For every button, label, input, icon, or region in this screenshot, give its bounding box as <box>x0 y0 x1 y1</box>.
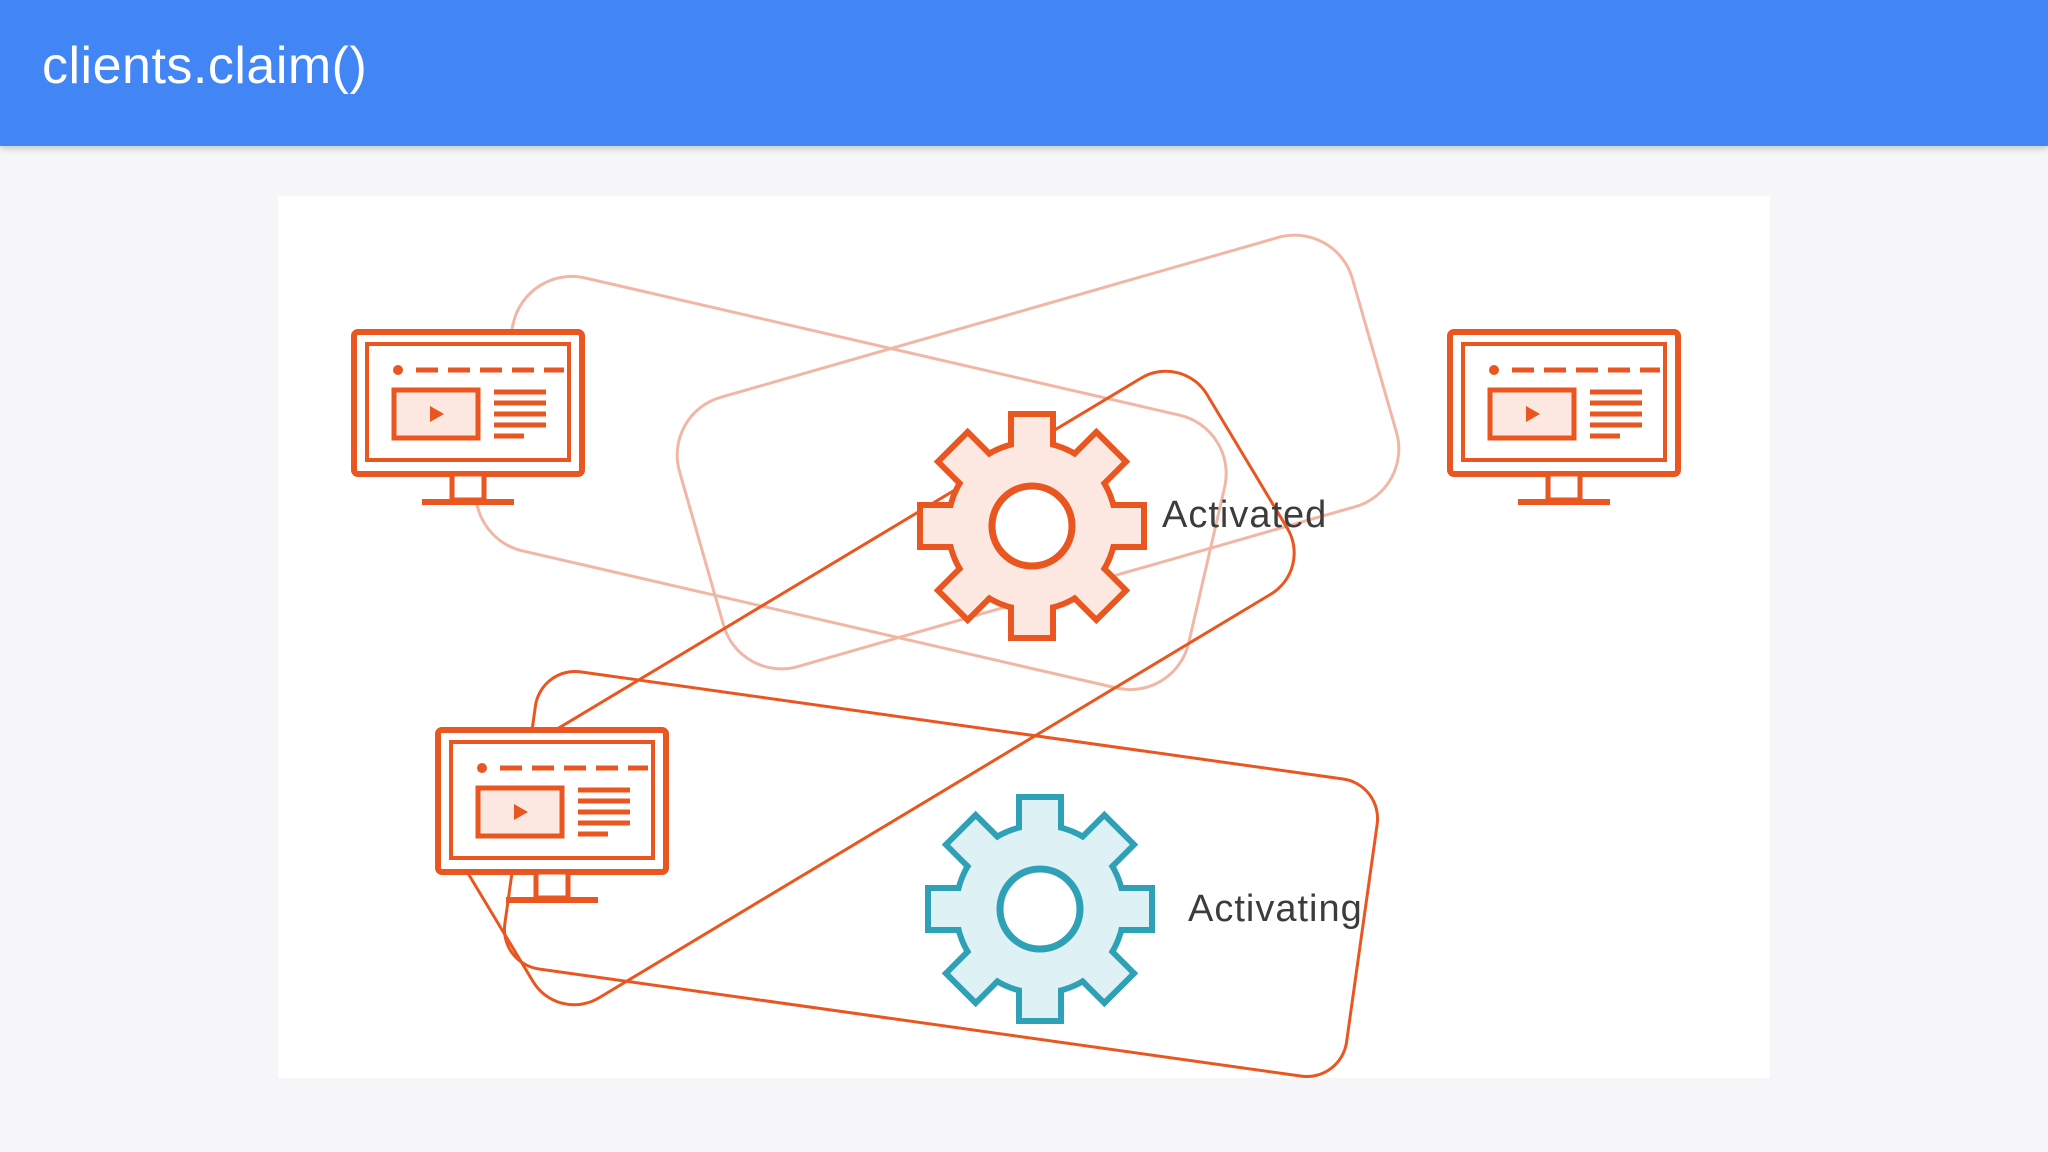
monitor-icon <box>438 730 666 900</box>
slide-title: clients.claim() <box>42 37 368 95</box>
diagram-canvas <box>278 233 1770 1078</box>
slide-header: clients.claim() <box>0 0 2048 146</box>
activated-label: Activated <box>1162 494 1328 536</box>
service-worker-diagram: Activated Activating <box>278 196 1770 1078</box>
monitor-icon <box>354 332 582 502</box>
activating-label: Activating <box>1188 888 1363 930</box>
claim-outline-diagonal <box>444 369 1296 1007</box>
gear-icon <box>925 794 1155 1024</box>
monitor-icon <box>1450 332 1678 502</box>
gear-icon <box>917 411 1147 641</box>
